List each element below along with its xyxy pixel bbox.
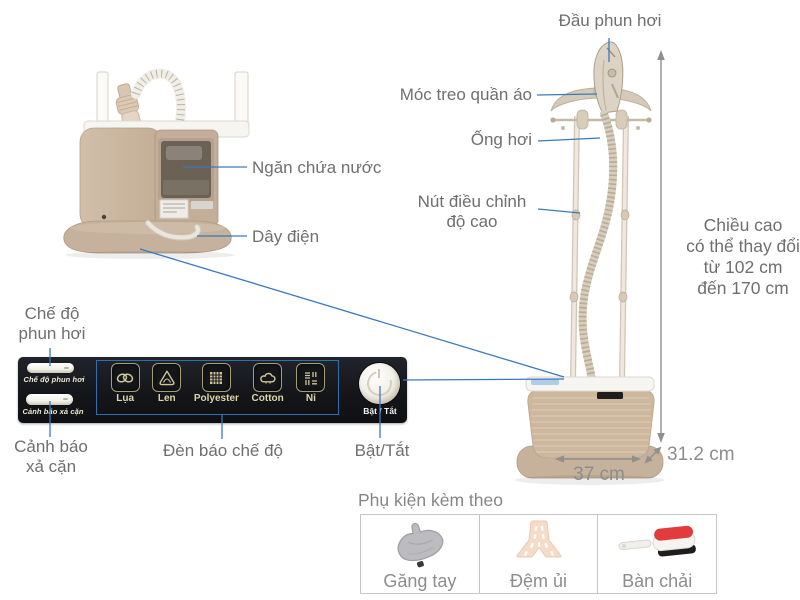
height-knob-line2: độ cao <box>446 212 498 231</box>
accessory-glove: Găng tay <box>361 515 479 593</box>
wool-icon <box>152 363 182 392</box>
mode-polyester: Polyester <box>194 363 239 404</box>
panel-descale-label: Cảnh báo xả cặn <box>22 407 84 416</box>
silk-icon <box>110 363 140 392</box>
cotton-icon <box>253 363 283 392</box>
mode-silk: Lụa <box>110 363 140 404</box>
mode-wool: Len <box>152 363 182 404</box>
steam-head-label: Đầu phun hơi <box>558 11 662 30</box>
mode-lights-label: Đèn báo chế độ <box>162 441 284 460</box>
hanger-illustration <box>550 84 652 130</box>
depth-dimension-label: 31.2 cm <box>667 444 735 465</box>
steam-head-illustration <box>593 41 624 114</box>
height-knob-line1: Nút điều chỉnh <box>417 192 527 211</box>
height-range-note: Chiều cao có thể thay đổi từ 102 cm đến … <box>686 215 800 298</box>
polyester-icon <box>201 363 231 392</box>
descale-warning-callout: Cảnh báo xả cặn <box>14 437 88 476</box>
base-closeup-illustration <box>63 68 250 259</box>
control-panel: Chế độ phun hơi Cảnh báo xả cặn Lụa <box>18 357 407 423</box>
brush-icon <box>615 515 699 571</box>
steam-mode-indicator-light <box>27 363 74 373</box>
accessory-pad: Đệm ủi <box>478 515 598 593</box>
full-steamer-illustration <box>515 41 665 485</box>
panel-steam-mode-label: Chế độ phun hơi <box>23 375 85 384</box>
dimension-arrows <box>555 50 665 464</box>
power-cord-label: Dây điện <box>252 227 320 246</box>
pad-icon <box>511 515 567 571</box>
accessory-brush: Bàn chải <box>597 515 716 593</box>
felt-icon <box>296 363 326 392</box>
hanger-label: Móc treo quần áo <box>399 85 532 104</box>
glove-icon <box>387 515 453 571</box>
water-tank-label: Ngăn chứa nước <box>252 158 382 177</box>
width-dimension-label: 37 cm <box>573 464 625 485</box>
steam-mode-callout: Chế độ phun hơi <box>18 304 86 343</box>
mode-lights-row: Lụa Len Polyester <box>98 363 338 404</box>
hose-label: Ống hơi <box>470 130 532 149</box>
hose-connector <box>115 83 141 129</box>
mode-felt: Nỉ <box>296 363 326 404</box>
descale-indicator-light <box>26 394 73 405</box>
accessories-title: Phụ kiện kèm theo <box>358 490 503 510</box>
height-adjust-knob-label: Nút điều chỉnh độ cao <box>405 192 539 232</box>
accessories-table: Găng tay <box>360 514 717 594</box>
power-toggle-label: Bật/Tắt <box>354 441 410 460</box>
panel-power-label: Bật / Tắt <box>363 406 397 416</box>
mode-cotton: Cotton <box>252 363 284 404</box>
power-button <box>359 363 400 404</box>
